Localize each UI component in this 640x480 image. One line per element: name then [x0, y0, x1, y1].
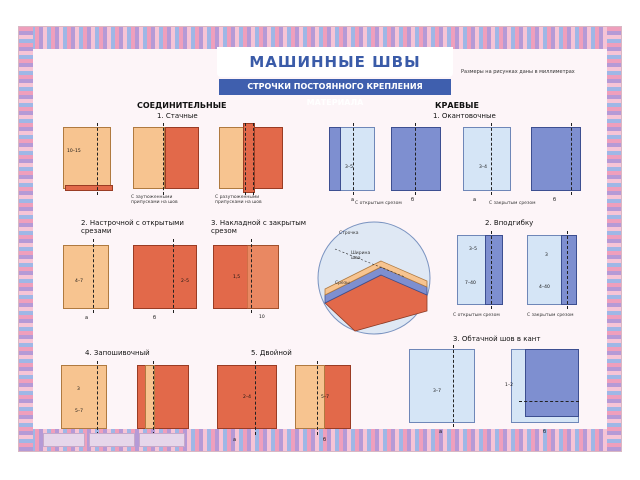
seam-1b-stitch	[163, 123, 164, 195]
edge-1a-dimension: 3–5	[345, 165, 353, 170]
edge-1c-stitch	[491, 123, 492, 195]
edge-3a-fabric	[409, 349, 475, 423]
edge-1-title: 1. Окантовочные	[433, 112, 496, 120]
seam-1c-stitch-left	[245, 123, 246, 195]
publisher-footer	[33, 429, 193, 451]
edge-2-title: 2. Вподгибку	[485, 219, 534, 227]
edge-3a-dimension: 3–7	[433, 389, 441, 394]
anatomy-label-width: Ширина шва	[351, 251, 371, 261]
connecting-heading: СОЕДИНИТЕЛЬНЫЕ	[137, 101, 227, 110]
seam-4a-dimension-a: 3	[77, 387, 80, 392]
edge-heading: КРАЕВЫЕ	[435, 101, 479, 110]
edge-3b-stitch	[519, 401, 579, 402]
edge-1c-letter: а	[473, 197, 477, 203]
poster-content: МАШИННЫЕ ШВЫ СТРОЧКИ ПОСТОЯННОГО КРЕПЛЕН…	[33, 47, 607, 443]
seam-4b-fabric-peach	[145, 365, 155, 429]
seam-5a-dimension: 2–4	[243, 395, 251, 400]
edge-1c-dimension: 3–4	[479, 165, 487, 170]
edge-2a-hem	[485, 235, 503, 305]
edge-2b-dimension-a: 3	[545, 253, 548, 258]
seam-5a-letter: а	[233, 437, 237, 443]
footer-box-3	[139, 433, 185, 447]
edge-1a-binding	[329, 127, 341, 191]
seam-5-title: 5. Двойной	[251, 349, 292, 357]
seam-4b-stitch	[153, 361, 154, 435]
edge-1d-letter: б	[553, 197, 557, 203]
edge-3a-stitch	[453, 345, 454, 427]
seam-2a-fabric	[63, 245, 109, 309]
seam-3-dimension-b: 10	[259, 315, 265, 320]
seam-2a-letter: а	[85, 315, 89, 321]
anatomy-label-stitch: Строчка	[339, 231, 359, 236]
poster: МАШИННЫЕ ШВЫ СТРОЧКИ ПОСТОЯННОГО КРЕПЛЕН…	[18, 26, 622, 452]
seam-4a-dimension-b: 5–7	[75, 409, 83, 414]
seam-1a-dimension: 10–15	[67, 149, 81, 154]
edge-2b-dimension-b: 4–40	[539, 285, 550, 290]
edge-2b-stitch	[567, 231, 568, 309]
edge-1b-letter: б	[411, 197, 415, 203]
seam-5b-letter: б	[323, 437, 327, 443]
seam-4a-fabric	[61, 365, 107, 429]
poster-subtitle: СТРОЧКИ ПОСТОЯННОГО КРЕПЛЕНИЯ МАТЕРИАЛА	[219, 79, 451, 107]
seam-3-dimension-a: 1,5	[233, 275, 241, 280]
seam-1b-fabric-left	[133, 127, 165, 189]
seam-3-stitch	[251, 239, 252, 313]
seam-1a-stitch	[97, 123, 98, 195]
right-border	[607, 27, 621, 451]
seam-1a-fabric-top	[63, 127, 111, 189]
edge-3b-fabric-dark	[525, 349, 579, 417]
left-border	[19, 27, 33, 451]
edge-1-caption-b: С закрытым срезом	[489, 201, 536, 206]
dimension-note: Размеры на рисунках даны в миллиметрах	[461, 69, 575, 75]
seam-1c-caption: С разутюженными припусками на шов	[215, 195, 262, 205]
edge-2b-hem	[561, 235, 577, 305]
seam-anatomy-illustration	[317, 221, 431, 335]
edge-2-caption-a: С открытым срезом	[453, 313, 500, 318]
edge-2a-dimension-a: 3–5	[469, 247, 477, 252]
edge-3-title: 3. Обтачной шов в кант	[453, 335, 541, 343]
edge-1d-stitch	[571, 123, 572, 195]
seam-5a-fabric	[217, 365, 277, 429]
edge-1c-fabric	[463, 127, 511, 191]
seam-3-fabric	[213, 245, 279, 309]
edge-1-caption-a: С открытым срезом	[355, 201, 402, 206]
edge-1d-fabric	[531, 127, 581, 191]
seam-1c-stitch-right	[253, 123, 254, 195]
seam-3-title: 3. Накладной с закрытым срезом	[211, 219, 307, 235]
seam-5b-dimension: 5–7	[321, 395, 329, 400]
seam-4-title: 4. Запошивочный	[85, 349, 150, 357]
edge-1a-stitch	[353, 123, 354, 195]
seam-1c-allowance	[243, 123, 255, 193]
seam-1b-fabric-right	[165, 127, 199, 189]
seam-5b-fabric-peach	[295, 365, 325, 429]
seam-2a-dimension: 4–7	[75, 279, 83, 284]
seam-5a-stitch	[255, 361, 256, 435]
poster-title: МАШИННЫЕ ШВЫ	[217, 47, 453, 77]
edge-2a-stitch	[491, 231, 492, 309]
footer-box-2	[89, 433, 135, 447]
seam-2b-dimension: 2–5	[181, 279, 189, 284]
seam-3-overlay	[247, 245, 279, 309]
edge-3b-letter: б	[543, 429, 547, 435]
seam-2b-letter: б	[153, 315, 157, 321]
seam-2b-fabric	[133, 245, 197, 309]
seam-2a-stitch	[93, 239, 94, 313]
anatomy-label-edges: Срезы	[335, 281, 350, 286]
seam-2b-stitch	[173, 239, 174, 313]
edge-1a-letter: а	[351, 197, 355, 203]
seam-1-title: 1. Стачные	[157, 112, 198, 120]
edge-2-caption-b: С закрытым срезом	[527, 313, 574, 318]
footer-box-1	[43, 433, 85, 447]
seam-4a-stitch	[97, 361, 98, 435]
edge-1b-stitch	[415, 123, 416, 195]
seam-5b-stitch	[317, 361, 318, 435]
edge-2a-dimension-b: 7–40	[465, 281, 476, 286]
edge-1b-fabric	[391, 127, 441, 191]
edge-3b-dimension: 1–2	[505, 383, 513, 388]
seam-1b-caption: С заутюженными припусками на шов	[131, 195, 178, 205]
edge-3a-letter: а	[439, 429, 443, 435]
top-border	[19, 27, 621, 49]
seam-2-title: 2. Настрочной с открытыми срезами	[81, 219, 184, 235]
seam-1a-fabric-bottom	[65, 185, 113, 191]
